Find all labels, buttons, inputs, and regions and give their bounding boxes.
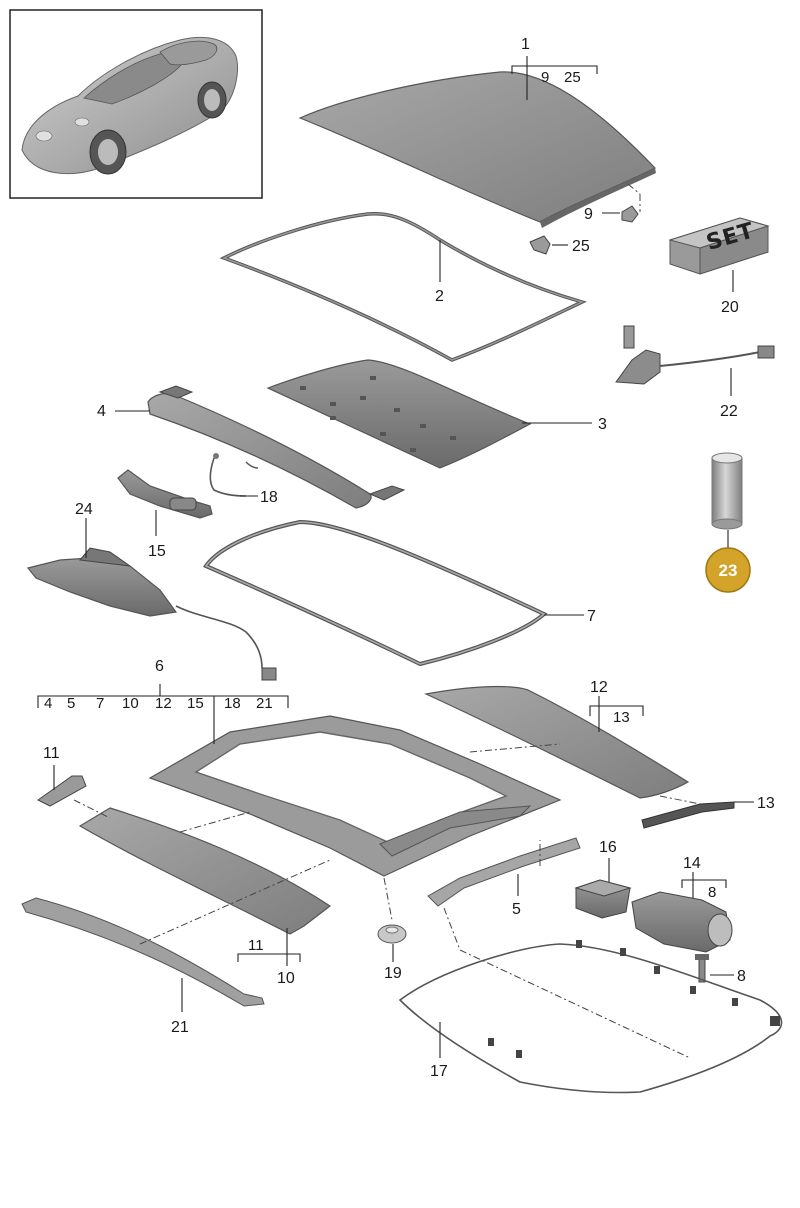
- part-label-9[interactable]: 9: [584, 206, 593, 223]
- part-label-13[interactable]: 13: [757, 795, 775, 812]
- part-label-3[interactable]: 3: [598, 416, 607, 433]
- cable-part: [209, 453, 259, 497]
- roof-panel-part: [298, 71, 656, 228]
- part-label-12[interactable]: 12: [590, 679, 608, 696]
- lubricant-cylinder-part: [711, 452, 743, 530]
- part-label-21[interactable]: 21: [171, 1019, 189, 1036]
- part-sub-6-5: 5: [67, 695, 75, 712]
- highlighted-part-badge[interactable]: [705, 547, 751, 593]
- part-sub-10-11: 11: [248, 937, 264, 954]
- part-label-24[interactable]: 24: [75, 501, 93, 518]
- part-label-23[interactable]: 23: [719, 561, 738, 580]
- part-label-2[interactable]: 2: [435, 288, 444, 305]
- part-sub-14-8: 8: [708, 884, 716, 901]
- side-panel-part: [78, 807, 332, 935]
- part-label-4[interactable]: 4: [97, 403, 106, 420]
- drain-cable-part: [615, 325, 775, 385]
- part-sub-6-18: 18: [224, 695, 241, 712]
- part-sub-6-4: 4: [44, 695, 52, 712]
- part-label-1[interactable]: 1: [521, 36, 530, 53]
- part-sub-1-9: 9: [541, 69, 549, 86]
- headliner-panel-part: [266, 359, 532, 469]
- part-label-18[interactable]: 18: [260, 489, 278, 506]
- front-cross-member-part: [147, 385, 406, 509]
- frame-seal-part: [202, 519, 548, 667]
- side-rail-part: [427, 837, 581, 907]
- sunroof-cassette-part: [26, 547, 277, 681]
- part-label-25[interactable]: 25: [572, 238, 590, 255]
- assembly-lines: [73, 743, 691, 1059]
- part-label-8[interactable]: 8: [737, 968, 746, 985]
- part-labels: 1 9 25 9 25 2 20 4 22 3 18 24 15 7 6 4 5…: [43, 36, 775, 1080]
- drive-motor-part: [631, 891, 733, 953]
- guide-rail-part: [21, 897, 265, 1007]
- part-label-16[interactable]: 16: [599, 839, 617, 856]
- repair-kit-set-box: SET: [668, 217, 770, 275]
- part-label-10[interactable]: 10: [277, 970, 295, 987]
- part-label-7[interactable]: 7: [587, 608, 596, 625]
- part-label-17[interactable]: 17: [430, 1063, 448, 1080]
- control-unit-part: [574, 879, 632, 919]
- part-sub-1-25: 25: [564, 69, 581, 86]
- sunroof-frame-part: [148, 715, 562, 877]
- part-label-19[interactable]: 19: [384, 965, 402, 982]
- trim-strip-part: [641, 795, 735, 829]
- wiring-harness-part: [398, 940, 783, 1094]
- vehicle-thumbnail: [9, 9, 263, 199]
- part-label-6[interactable]: 6: [155, 658, 164, 675]
- screw-part: [695, 954, 709, 983]
- roof-clip-part: [602, 183, 641, 223]
- small-clip-part: [37, 775, 87, 807]
- part-sub-6-15: 15: [187, 695, 204, 712]
- rear-panel-part: [424, 685, 690, 799]
- part-label-11[interactable]: 11: [43, 745, 60, 762]
- part-label-15[interactable]: 15: [148, 543, 166, 560]
- part-label-5[interactable]: 5: [512, 901, 521, 918]
- part-sub-12-13: 13: [613, 709, 630, 726]
- part-label-14[interactable]: 14: [683, 855, 701, 872]
- part-sub-6-10: 10: [122, 695, 139, 712]
- drive-mechanism-part: [117, 469, 213, 519]
- part-sub-6-12: 12: [155, 695, 172, 712]
- part-label-20[interactable]: 20: [721, 299, 739, 316]
- roof-bracket-part: [529, 235, 568, 255]
- part-sub-6-21: 21: [256, 695, 273, 712]
- part-label-22[interactable]: 22: [720, 403, 738, 420]
- roof-seal-part: [219, 211, 587, 362]
- grommet-part: [377, 877, 407, 944]
- part-sub-6-7: 7: [96, 695, 104, 712]
